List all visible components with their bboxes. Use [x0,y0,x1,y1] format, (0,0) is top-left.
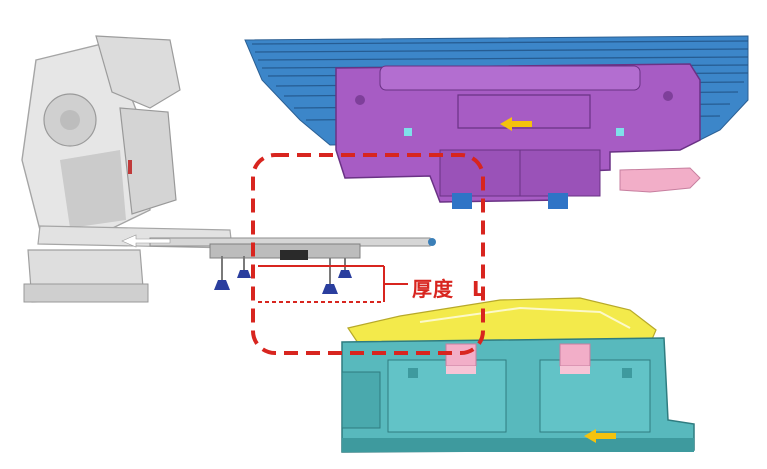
lower-die-pink-marker [559,343,591,367]
thickness-label: 厚度 L [412,273,486,302]
upper-die-blue-pad [452,193,472,209]
suction-cup-icon [338,258,352,278]
lower-die [341,297,695,453]
tooling-clamp [280,250,308,260]
upper-die-top-panel [379,65,641,91]
tooling-tip [428,238,436,246]
upper-die [244,35,749,209]
robot-joint-hub [60,110,80,130]
upper-die-cyan-marker [404,128,412,136]
upper-die-bolt [663,91,673,101]
lower-die-direction-arrow-icon [584,429,616,443]
lower-die-slot [408,368,418,378]
upper-die-pink-stair [619,167,701,193]
lower-die-side-block [341,371,381,429]
suction-cup-icon [237,256,251,278]
robot-shadow-panel [60,150,126,228]
thickness-symbol: L [471,277,486,301]
upper-die-bolt [355,95,365,105]
lower-die-panel [539,359,651,433]
upper-die-direction-arrow-icon [500,117,532,131]
robot-arm-icon [21,35,233,303]
upper-die-cyan-marker [616,128,624,136]
robot-forearm [119,107,177,215]
blank-part-detail [419,306,631,329]
robot-direction-arrow-icon [121,234,171,248]
suction-cup-icon [214,256,230,290]
lower-die-bottom-strip [342,438,694,452]
lower-die-pink-marker [446,366,476,374]
robot-base-plate [23,283,149,303]
robot-red-detail [128,160,132,174]
lower-die-pink-marker [560,366,590,374]
lower-die-slot [622,368,632,378]
highlight-dashed-box [251,153,485,355]
upper-die-panel-outline [457,94,591,129]
end-effector [121,234,436,294]
suction-cup-icon [322,258,338,294]
highlight-annotation [251,153,485,355]
upper-die-blue-pad [548,193,568,209]
robot-upper-arm [95,35,181,109]
thickness-label-text: 厚度 [412,277,454,301]
